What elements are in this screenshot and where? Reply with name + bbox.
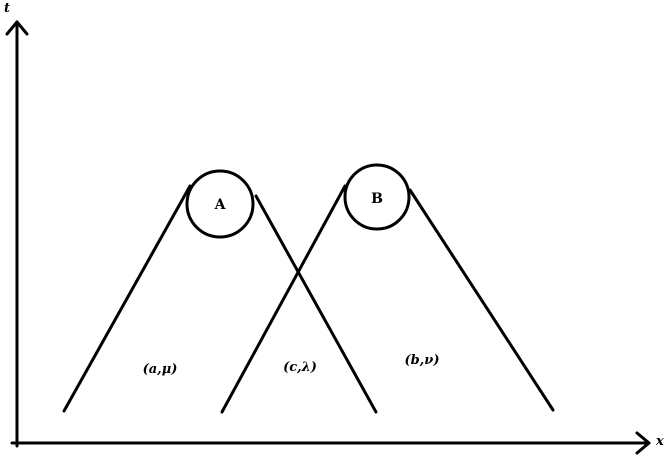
- x-axis-arrowhead: [635, 431, 651, 455]
- t-axis-label: t: [4, 1, 10, 16]
- t-axis-arrowhead: [5, 20, 29, 36]
- node-b: B: [343, 163, 411, 231]
- cone-b-right-line: [408, 188, 555, 412]
- x-axis-label: x: [655, 434, 664, 449]
- cone-a-right-line: [254, 194, 378, 414]
- cone-b-left-line: [220, 184, 347, 414]
- region-left-label: (a,μ): [143, 362, 178, 377]
- node-a: A: [185, 169, 255, 239]
- node-b-circle: [343, 163, 411, 231]
- region-right-label: (b,ν): [405, 353, 440, 368]
- cone-a-left-line: [62, 184, 192, 413]
- region-middle-label: (c,λ): [283, 360, 317, 375]
- node-a-circle: [185, 169, 255, 239]
- node-b-label: B: [371, 191, 383, 207]
- node-a-label: A: [214, 197, 227, 213]
